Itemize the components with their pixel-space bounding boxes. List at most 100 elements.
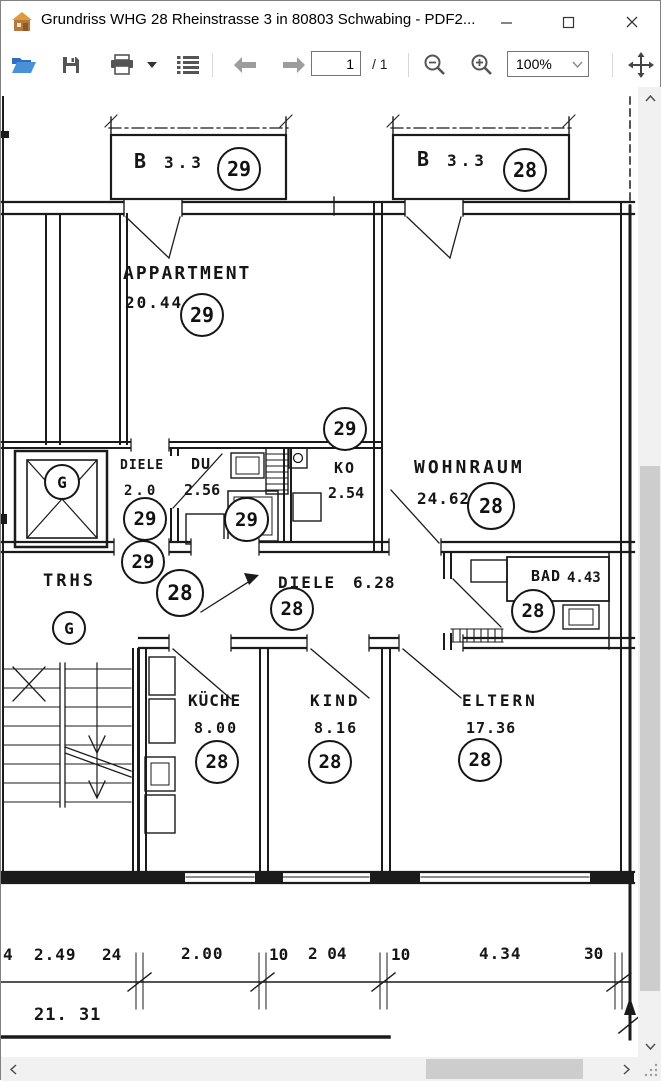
arrow-right-icon <box>283 57 305 73</box>
forward-button[interactable] <box>279 54 309 76</box>
toolbar-separator <box>612 53 613 77</box>
room-area-diele28: 6.28 <box>353 573 396 592</box>
room-area-diele29: 2.0 <box>124 483 159 499</box>
chevron-down-icon <box>572 61 583 68</box>
chevron-up-icon <box>644 94 656 102</box>
level-circle-trhs: G <box>52 611 86 645</box>
unit-circle-balcony-left: 29 <box>217 147 261 191</box>
room-label-wohnraum: WOHNRAUM <box>414 457 525 478</box>
room-area-eltern: 17.36 <box>466 719 517 737</box>
room-area-kueche: 8.00 <box>194 719 239 737</box>
scroll-down-button[interactable] <box>638 1035 661 1057</box>
room-label-du: DU <box>191 455 212 473</box>
unit-circle-diele29-door: 29 <box>121 540 165 584</box>
unit-circle-entry: 28 <box>156 569 204 617</box>
room-label-bad: BAD <box>531 567 562 585</box>
vertical-scrollbar[interactable] <box>638 87 661 1057</box>
room-label-kind: KIND <box>310 691 361 710</box>
titlebar[interactable]: Grundriss WHG 28 Rheinstrasse 3 in 80803… <box>1 1 660 43</box>
page-number-input[interactable] <box>311 51 361 76</box>
room-label-diele29: DIELE <box>120 458 165 473</box>
zoom-in-button[interactable] <box>468 51 496 79</box>
zoom-level-select[interactable]: 100% <box>507 51 589 77</box>
unit-circle-kueche: 28 <box>195 740 239 784</box>
open-folder-icon <box>12 58 36 73</box>
toolbar-separator <box>212 53 213 77</box>
dimension-label: 2.49 <box>34 945 77 964</box>
level-circle-elevator: G <box>44 464 80 500</box>
dimension-label: 24 <box>102 945 122 964</box>
caret-down-icon <box>147 62 157 68</box>
maximize-button[interactable] <box>545 1 591 43</box>
maximize-icon <box>562 16 574 28</box>
room-area-appartment: 20.44 <box>125 293 184 312</box>
arrow-left-icon <box>234 57 256 73</box>
pan-move-icon <box>628 52 654 78</box>
save-button[interactable] <box>59 53 83 77</box>
window-title: Grundriss WHG 28 Rheinstrasse 3 in 80803… <box>41 11 476 28</box>
dimension-label: 30 <box>584 944 604 963</box>
room-label-appartment: APPARTMENT <box>123 263 252 284</box>
print-options-dropdown[interactable] <box>144 59 160 71</box>
list-icon <box>177 56 199 74</box>
room-label-trhs: TRHS <box>43 571 96 591</box>
zoom-level-value: 100% <box>516 56 552 72</box>
open-file-button[interactable] <box>9 53 39 77</box>
room-area-balcony-left: 3.3 <box>164 153 205 172</box>
minimize-icon <box>500 21 512 24</box>
room-label-eltern: ELTERN <box>462 691 538 710</box>
dimension-label: 10 <box>391 945 411 964</box>
close-icon <box>626 16 638 28</box>
unit-circle-du: 29 <box>224 497 269 542</box>
print-button[interactable] <box>107 52 137 78</box>
scroll-up-button[interactable] <box>638 87 661 109</box>
room-label-balcony-left: B <box>134 149 147 173</box>
close-button[interactable] <box>609 1 655 43</box>
dimension-label: 2 04 <box>308 944 347 963</box>
vertical-scroll-thumb[interactable] <box>640 466 660 991</box>
unit-circle-appartment: 29 <box>180 293 224 337</box>
toolbar: / 1 100% <box>1 43 660 88</box>
app-icon <box>12 12 32 31</box>
minimize-button[interactable] <box>483 1 529 43</box>
chevron-down-icon <box>644 1042 656 1050</box>
resize-grip-icon <box>644 1063 658 1077</box>
zoom-out-icon <box>424 54 445 75</box>
save-icon <box>63 57 79 73</box>
room-label-ko: KO <box>334 459 357 477</box>
dimension-label: 2.00 <box>181 944 224 963</box>
print-icon <box>111 54 133 75</box>
chevron-right-icon <box>622 1063 630 1075</box>
unit-circle-balcony-right: 28 <box>503 148 547 192</box>
scroll-right-button[interactable] <box>614 1057 638 1081</box>
room-label-balcony-right: B <box>417 147 430 171</box>
toolbar-separator <box>408 53 409 77</box>
horizontal-scrollbar[interactable] <box>1 1057 638 1081</box>
document-page[interactable]: B 3.3 29 B 3.3 28 APPARTMENT 20.44 29 DI… <box>1 87 638 1057</box>
unit-circle-eltern: 28 <box>458 738 502 782</box>
unit-circle-diele29: 29 <box>123 497 167 541</box>
scroll-left-button[interactable] <box>1 1057 25 1081</box>
unit-circle-diele28: 28 <box>270 587 314 631</box>
unit-circle-wohnraum: 28 <box>467 482 515 530</box>
chevron-left-icon <box>9 1063 17 1075</box>
dimension-total-label: 21. 31 <box>34 1005 102 1025</box>
horizontal-scroll-thumb[interactable] <box>426 1059 583 1079</box>
room-label-kueche: KÜCHE <box>188 691 242 710</box>
room-area-du: 2.56 <box>184 481 221 499</box>
dimension-label: 4.34 <box>479 944 522 963</box>
dimension-label: 4 <box>3 945 13 964</box>
unit-circle-kind: 28 <box>308 740 352 784</box>
room-area-kind: 8.16 <box>314 719 359 737</box>
back-button[interactable] <box>230 54 260 76</box>
room-area-ko: 2.54 <box>328 484 365 502</box>
room-area-bad: 4.43 <box>567 570 601 586</box>
unit-circle-bad: 28 <box>511 589 555 633</box>
pan-tool-button[interactable] <box>626 50 656 80</box>
page-total-label: / 1 <box>372 56 388 72</box>
page-list-button[interactable] <box>173 52 203 78</box>
floor-plan-drawing <box>1 96 638 1041</box>
zoom-out-button[interactable] <box>421 51 449 79</box>
resize-grip[interactable] <box>638 1057 661 1081</box>
